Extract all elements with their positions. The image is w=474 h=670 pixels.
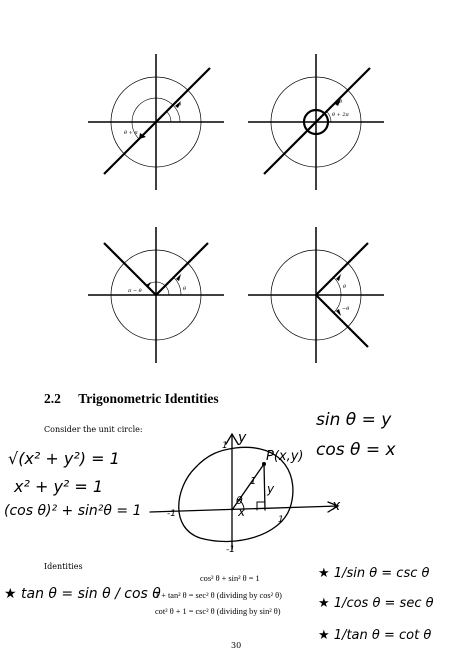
angle-arc	[333, 277, 342, 296]
label-theta-plus-2pi: θ + 2π	[332, 112, 350, 118]
label-axis-y: y	[238, 430, 247, 446]
terminal-line	[263, 67, 371, 175]
circle-outline	[178, 446, 294, 543]
label-theta: θ	[178, 102, 181, 108]
terminal-line-neg-theta	[315, 294, 369, 348]
arrow-head	[146, 282, 151, 288]
angle-arc	[238, 499, 245, 511]
handwritten-sec-definition: ★ 1/cos θ = sec θ	[318, 596, 434, 611]
label-theta: θ	[343, 284, 346, 290]
label-angle-theta: θ	[236, 494, 243, 507]
handwritten-sqrt-equation: √(x² + y²) = 1	[8, 449, 120, 468]
identity-cot-csc: cot² θ + 1 = csc² θ (dividing by sin² θ)	[155, 607, 281, 616]
hand-drawn-unit-circle	[149, 432, 340, 551]
label-axis-x: x	[332, 498, 341, 514]
handwritten-square-equation: x² + y² = 1	[14, 477, 104, 496]
handwritten-tan-definition: ★ tan θ = sin θ / cos θ	[4, 586, 161, 602]
arrow-head	[139, 133, 146, 139]
full-rotation-circle	[302, 108, 330, 136]
arrow-head	[175, 101, 181, 108]
handwritten-cot-definition: ★ 1/tan θ = cot θ	[318, 628, 432, 643]
section-heading: 2.2 Trigonometric Identities	[44, 391, 219, 407]
label-point-p: P(x,y)	[266, 449, 304, 464]
identity-tan-sec: 1 + tan² θ = sec² θ (dividing by cos² θ)	[155, 591, 282, 600]
label-theta: θ	[183, 286, 186, 292]
label-side-x: x	[238, 505, 246, 519]
diagram-theta-plus-2pi	[248, 54, 384, 190]
right-angle-mark	[256, 501, 266, 511]
identity-pythagorean: cos² θ + sin² θ = 1	[200, 574, 260, 583]
terminal-line-theta	[155, 242, 209, 296]
tick-label-neg1-y: -1	[226, 545, 235, 555]
diagram-theta-plus-pi	[88, 54, 224, 190]
angle-arc	[333, 294, 342, 313]
y-leg	[263, 463, 266, 511]
angle-arc	[326, 111, 332, 123]
y-axis-arrow	[225, 432, 239, 445]
label-theta: θ	[339, 99, 342, 105]
identities-label: Identities	[44, 562, 83, 571]
handwritten-sin-definition: sin θ = y	[316, 410, 392, 430]
angle-arc	[173, 277, 182, 296]
x-axis-arrow	[327, 501, 340, 513]
diagram-pi-minus-theta	[88, 227, 224, 363]
radius-line	[231, 463, 265, 511]
angle-diagrams: θ θ + π θ θ + 2π θ π − θ θ −θ	[88, 54, 384, 363]
label-theta-plus-pi: θ + π	[124, 130, 138, 136]
tick-label-1-x: 1	[278, 515, 284, 525]
tick-label-1-y: 1	[222, 441, 228, 451]
tick-label-neg1-x: -1	[167, 509, 176, 519]
angle-arc-large	[131, 97, 181, 140]
point-p	[262, 462, 266, 466]
intro-text: Consider the unit circle:	[44, 425, 143, 434]
handwritten-csc-definition: ★ 1/sin θ = csc θ	[318, 566, 430, 581]
arrow-head	[335, 99, 341, 106]
label-radius: 1	[250, 476, 257, 487]
arrow-head	[336, 309, 341, 316]
handwritten-pythagorean: (cos θ)² + sin²θ = 1	[4, 503, 142, 519]
terminal-line-theta	[315, 242, 369, 296]
section-number: 2.2	[44, 391, 61, 406]
handwritten-cos-definition: cos θ = x	[316, 440, 396, 460]
terminal-line	[103, 67, 211, 175]
label-pi-minus-theta: π − θ	[127, 288, 142, 294]
page-number: 30	[231, 641, 242, 650]
label-side-y: y	[267, 482, 275, 496]
section-title: Trigonometric Identities	[78, 391, 219, 406]
angle-arc	[166, 111, 172, 123]
diagram-negative-theta	[248, 227, 384, 363]
arrow-head	[176, 274, 181, 281]
arrow-head	[336, 274, 341, 281]
label-neg-theta: −θ	[342, 306, 349, 312]
